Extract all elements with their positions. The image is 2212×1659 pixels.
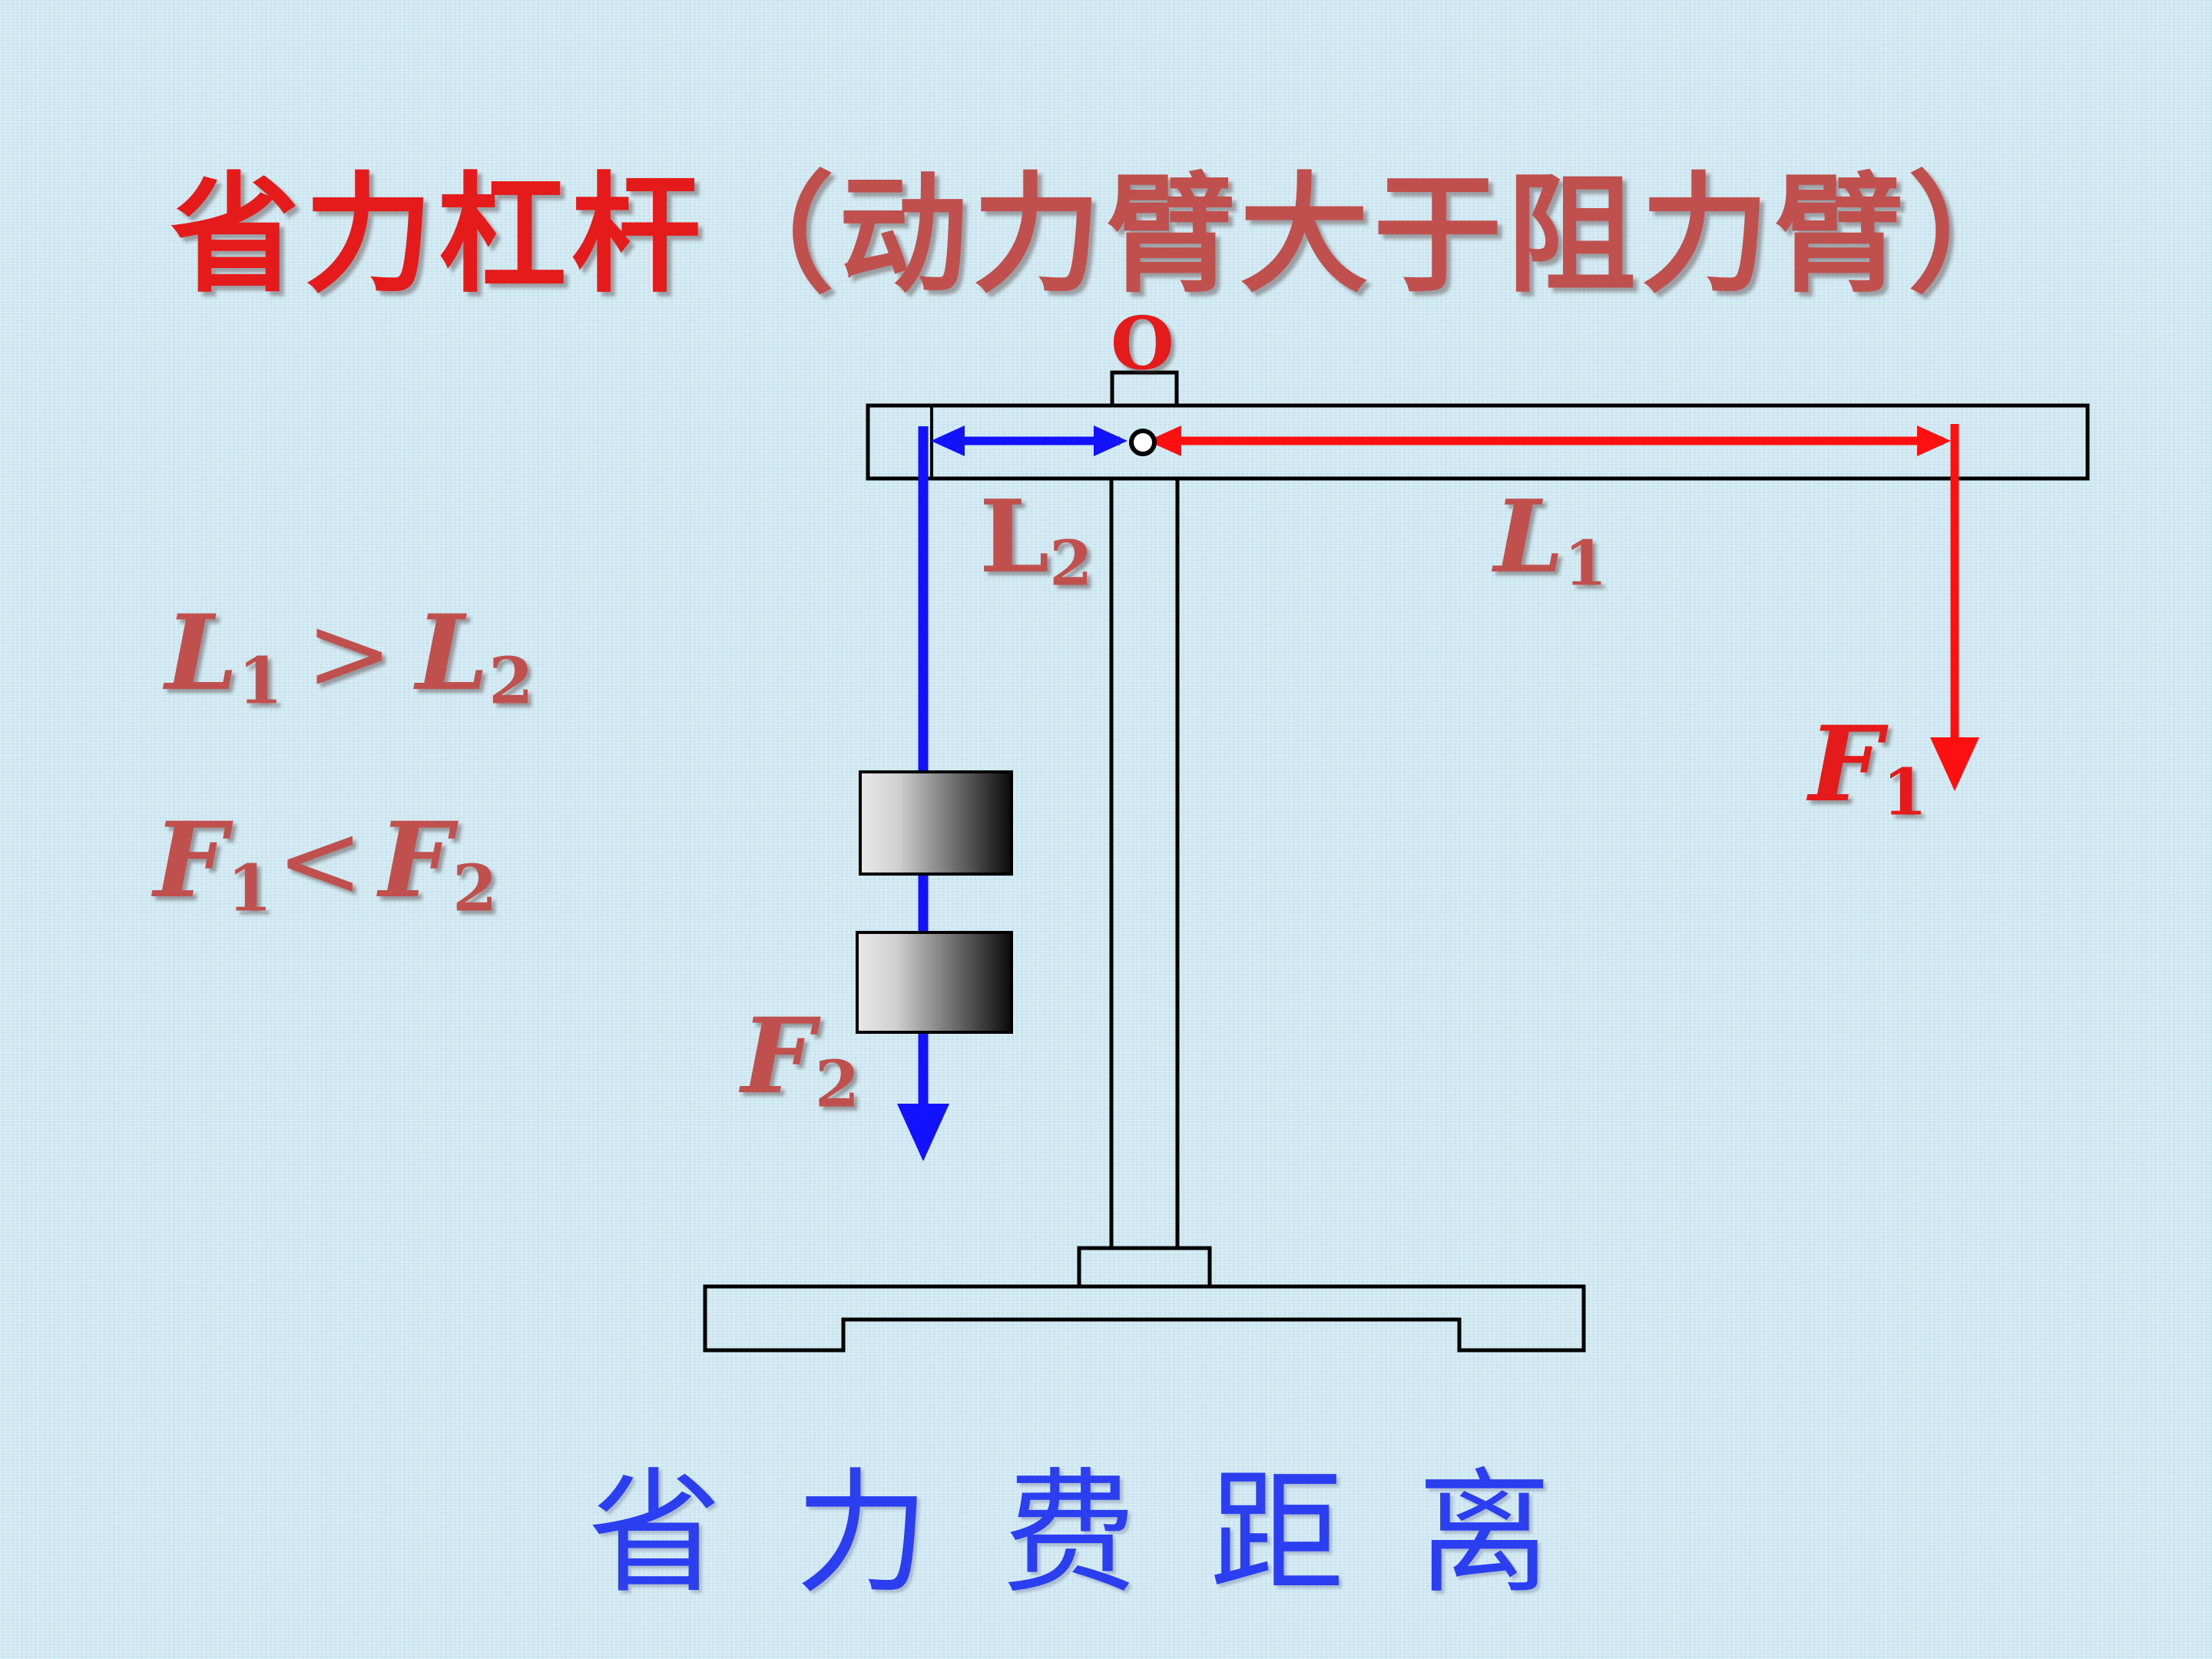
fulcrum-point bbox=[1129, 429, 1157, 456]
relation-f1-lt-f2: F1<F2 bbox=[154, 799, 497, 926]
rel2-op: < bbox=[276, 800, 364, 921]
stand-pillar bbox=[1109, 476, 1180, 1250]
rel1-a: L bbox=[165, 591, 238, 714]
l1-sub: 1 bbox=[1564, 527, 1608, 601]
l2-arrow-left bbox=[931, 426, 965, 456]
f1-sub: 1 bbox=[1882, 753, 1928, 830]
f1-letter: F bbox=[1809, 703, 1883, 825]
weight-top bbox=[859, 770, 1013, 876]
f2-letter: F bbox=[741, 995, 815, 1117]
rel2-a-sub: 1 bbox=[227, 849, 273, 926]
l2-label: L2 bbox=[979, 478, 1092, 601]
title-main: 省力杠杆 bbox=[171, 160, 705, 310]
title-sub: （动力臂大于阻力臂） bbox=[705, 160, 2041, 310]
stand-base bbox=[703, 1284, 1586, 1353]
lever-bar bbox=[866, 403, 2090, 481]
bottom-caption: 省力费距离 bbox=[588, 1456, 1624, 1612]
f1-arrow-head bbox=[1930, 737, 1979, 791]
l2-letter: L bbox=[979, 478, 1050, 595]
l1-arrow-left bbox=[1147, 426, 1181, 456]
f2-sub: 2 bbox=[814, 1045, 860, 1122]
rel1-b-sub: 2 bbox=[488, 642, 534, 719]
weight-bottom bbox=[856, 931, 1013, 1034]
l1-label: L1 bbox=[1494, 478, 1607, 601]
l2-sub: 2 bbox=[1049, 527, 1093, 601]
page-title: 省力杠杆（动力臂大于阻力臂） bbox=[0, 131, 2212, 317]
rel2-a: F bbox=[154, 799, 227, 921]
rel2-b-sub: 2 bbox=[452, 849, 498, 926]
rel1-b: L bbox=[416, 591, 489, 714]
rel1-a-sub: 1 bbox=[237, 642, 283, 719]
l1-arrow-right bbox=[1917, 426, 1951, 456]
f2-label: F2 bbox=[741, 995, 859, 1121]
f1-label: F1 bbox=[1809, 703, 1927, 830]
rel1-op: > bbox=[306, 593, 393, 714]
f2-arrow-head bbox=[897, 1104, 949, 1161]
stand-collar bbox=[1077, 1246, 1212, 1289]
relation-l1-gt-l2: L1>L2 bbox=[165, 591, 533, 718]
l2-arrow-right bbox=[1094, 426, 1128, 456]
rel2-b: F bbox=[379, 799, 453, 921]
l1-letter: L bbox=[1494, 478, 1565, 595]
fulcrum-label: O bbox=[1111, 301, 1174, 386]
